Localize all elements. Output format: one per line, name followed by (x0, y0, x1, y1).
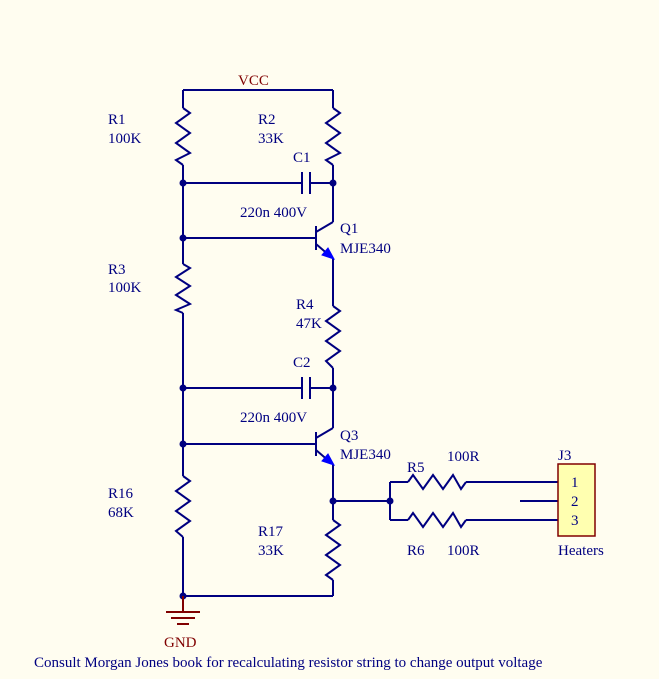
q1-ref: Q1 (340, 221, 358, 237)
ground-symbol (166, 596, 200, 625)
r17-ref: R17 (258, 524, 284, 540)
r16-value: 68K (108, 505, 134, 521)
resistor-r17 (324, 519, 342, 581)
r5-value: 100R (447, 449, 480, 465)
gnd-label: GND (164, 635, 197, 651)
note-text: Consult Morgan Jones book for recalculat… (34, 655, 543, 671)
resistor-r2 (324, 107, 342, 166)
j3-pin-2: 2 (571, 494, 579, 510)
q3-ref: Q3 (340, 428, 358, 444)
wires (182, 89, 558, 597)
resistor-r16 (174, 475, 192, 538)
capacitor-c1 (301, 172, 311, 194)
resistor-r5 (407, 473, 467, 491)
j3-value: Heaters (558, 543, 604, 559)
transistor-q1 (315, 221, 336, 260)
j3-ref: J3 (558, 448, 571, 464)
r3-ref: R3 (108, 262, 126, 278)
c2-value: 220n 400V (240, 410, 307, 426)
j3-pin-1: 1 (571, 475, 579, 491)
j3-pin-3: 3 (571, 513, 579, 529)
r5-ref: R5 (407, 460, 425, 476)
r6-ref: R6 (407, 543, 425, 559)
vcc-label: VCC (238, 73, 269, 89)
r16-ref: R16 (108, 486, 134, 502)
r1-value: 100K (108, 131, 142, 147)
c1-ref: C1 (293, 150, 311, 166)
resistor-r4 (324, 305, 342, 369)
r6-value: 100R (447, 543, 480, 559)
c2-ref: C2 (293, 355, 311, 371)
q1-value: MJE340 (340, 241, 391, 257)
r1-ref: R1 (108, 112, 126, 128)
q3-value: MJE340 (340, 447, 391, 463)
resistor-r6 (407, 511, 467, 529)
c1-value: 220n 400V (240, 205, 307, 221)
r4-value: 47K (296, 316, 322, 332)
r4-ref: R4 (296, 297, 314, 313)
r3-value: 100K (108, 280, 142, 296)
resistor-r3 (173, 263, 193, 314)
r2-ref: R2 (258, 112, 276, 128)
resistor-r1 (174, 107, 192, 166)
r17-value: 33K (258, 543, 284, 559)
connector-j3 (557, 463, 596, 537)
capacitor-c2 (301, 377, 311, 399)
r2-value: 33K (258, 131, 284, 147)
transistor-q3 (315, 427, 336, 466)
